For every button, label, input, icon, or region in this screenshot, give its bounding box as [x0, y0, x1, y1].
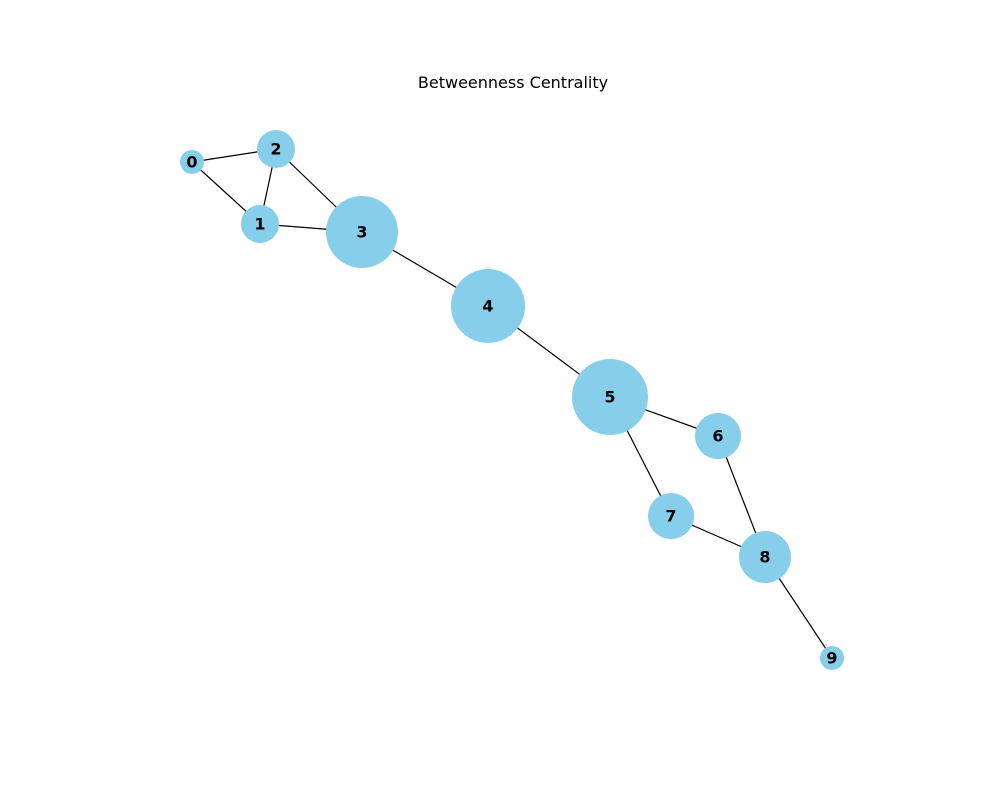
node-circle-5 — [572, 359, 648, 435]
node-circle-3 — [326, 196, 398, 268]
node-label-1: 1 — [254, 215, 265, 234]
node-3: 3 — [326, 196, 398, 268]
node-9: 9 — [820, 646, 844, 670]
node-label-5: 5 — [604, 388, 615, 407]
node-8: 8 — [739, 531, 791, 583]
node-label-6: 6 — [712, 427, 723, 446]
node-label-2: 2 — [270, 140, 281, 159]
node-circle-7 — [648, 493, 694, 539]
node-7: 7 — [648, 493, 694, 539]
node-label-7: 7 — [665, 507, 676, 526]
node-5: 5 — [572, 359, 648, 435]
node-4: 4 — [451, 269, 525, 343]
node-label-8: 8 — [759, 548, 770, 567]
nodes-layer: 0 1 2 3 4 5 6 7 8 9 — [180, 130, 844, 670]
node-circle-4 — [451, 269, 525, 343]
node-1: 1 — [241, 205, 279, 243]
node-label-4: 4 — [482, 297, 493, 316]
node-label-0: 0 — [186, 153, 197, 172]
node-circle-8 — [739, 531, 791, 583]
graph-title: Betweenness Centrality — [418, 73, 608, 92]
node-circle-1 — [241, 205, 279, 243]
node-label-3: 3 — [356, 223, 367, 242]
node-label-9: 9 — [826, 649, 837, 668]
node-circle-0 — [180, 150, 204, 174]
node-circle-6 — [695, 413, 741, 459]
node-0: 0 — [180, 150, 204, 174]
node-6: 6 — [695, 413, 741, 459]
edges-layer — [191, 148, 833, 659]
node-circle-2 — [257, 130, 295, 168]
node-circle-9 — [820, 646, 844, 670]
node-2: 2 — [257, 130, 295, 168]
